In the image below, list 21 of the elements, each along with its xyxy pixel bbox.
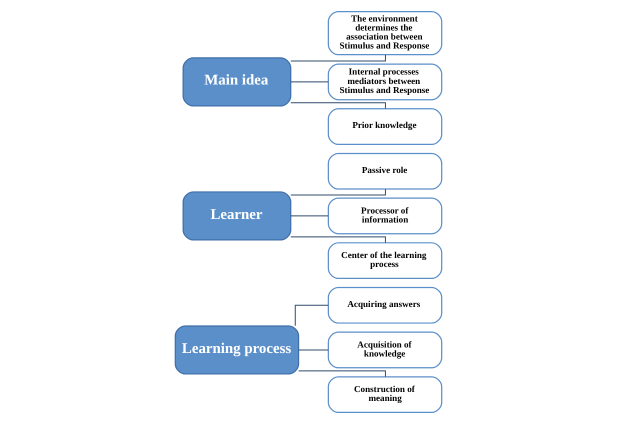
node-box: Processor of information: [328, 198, 442, 234]
connector: [290, 102, 386, 110]
connector: [290, 188, 386, 196]
node-box: Acquiring answers: [328, 286, 442, 324]
node-box: Learner: [182, 191, 292, 241]
node-box: Learning process: [174, 325, 300, 375]
connector: [294, 304, 329, 326]
node-box: Construction of meaning: [328, 376, 442, 414]
node-box: The environment determines the association between Stimulus and Response: [328, 10, 442, 56]
connector: [290, 236, 386, 244]
connector: [290, 81, 329, 82]
connector: [298, 349, 329, 350]
node-box: Main idea: [182, 57, 292, 107]
node-box: Center of the learning process: [328, 242, 442, 279]
connector: [298, 370, 386, 378]
node-box: Acquisition of knowledge: [328, 332, 442, 368]
connector: [290, 54, 386, 62]
connector: [290, 215, 329, 216]
node-box: Prior knowledge: [328, 108, 442, 145]
node-box: Internal processes mediators between Stimulus and Response: [328, 64, 442, 100]
node-box: Passive role: [328, 152, 442, 190]
